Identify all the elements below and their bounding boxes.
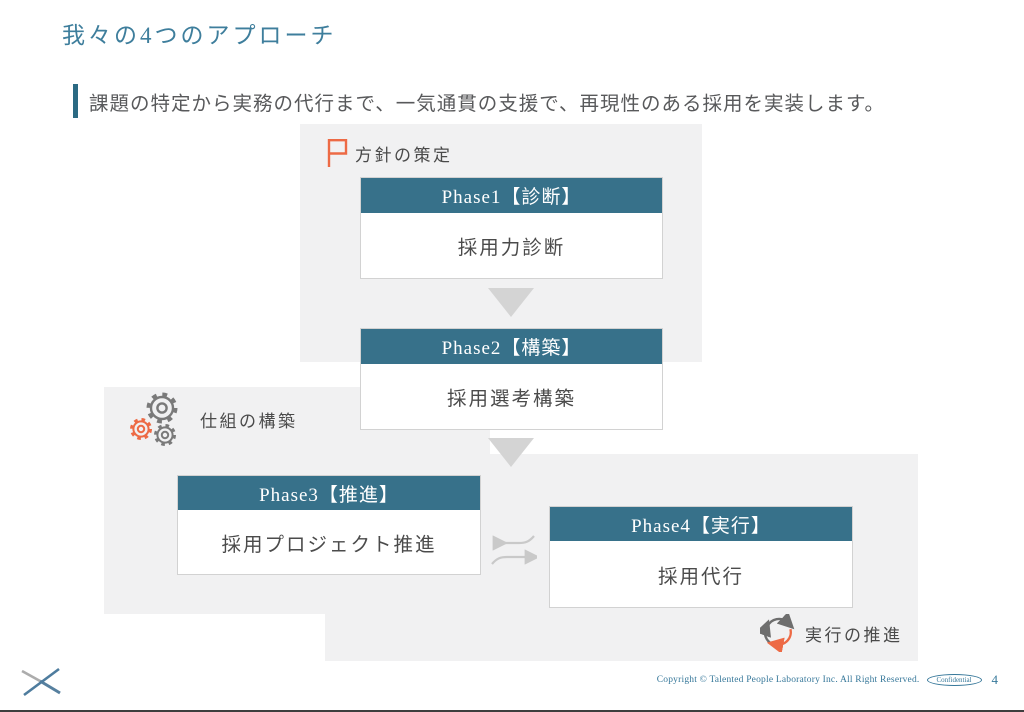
phase2-header: Phase2【構築】 <box>361 329 662 364</box>
down-arrow-icon <box>488 288 534 317</box>
gear-small-icon <box>154 424 176 446</box>
subtitle-block: 課題の特定から実務の代行まで、一気通貫の支援で、再現性のある採用を実装します。 <box>73 84 885 118</box>
subtitle-accent-bar <box>73 84 78 118</box>
phase1-header: Phase1【診断】 <box>361 178 662 213</box>
swap-arrow-icon <box>491 535 537 565</box>
flag-icon <box>327 139 348 167</box>
page-title: 我々の4つのアプローチ <box>62 23 337 48</box>
cycle-arrows-icon <box>760 614 795 652</box>
footer: Copyright © Talented People Laboratory I… <box>657 672 998 688</box>
copyright-text: Copyright © Talented People Laboratory I… <box>656 675 920 685</box>
stage-execution-label: 実行の推進 <box>805 625 903 645</box>
stage-framework-label: 仕組の構築 <box>200 411 298 431</box>
company-logo <box>21 667 61 697</box>
subtitle-text: 課題の特定から実務の代行まで、一気通貫の支援で、再現性のある採用を実装します。 <box>89 93 885 115</box>
phase1-box: Phase1【診断】 採用力診断 <box>360 177 663 279</box>
phase3-body: 採用プロジェクト推進 <box>178 510 480 574</box>
phase4-body: 採用代行 <box>550 541 852 607</box>
stage-framework: 仕組の構築 <box>128 390 298 448</box>
slide-bottom-border <box>0 710 1024 712</box>
stage-policy: 方針の策定 <box>324 137 453 169</box>
gear-large-icon <box>146 392 178 424</box>
page-number: 4 <box>991 672 999 687</box>
stage-policy-label: 方針の策定 <box>355 145 453 165</box>
confidential-badge: Confidential <box>926 674 982 686</box>
down-arrow-icon <box>488 438 534 467</box>
phase4-box: Phase4【実行】 採用代行 <box>549 506 853 608</box>
gears-icon <box>128 390 190 448</box>
phase1-body: 採用力診断 <box>361 213 662 278</box>
phase4-header: Phase4【実行】 <box>550 507 852 541</box>
phase2-box: Phase2【構築】 採用選考構築 <box>360 328 663 430</box>
phase3-header: Phase3【推進】 <box>178 476 480 510</box>
stage-execution: 実行の推進 <box>760 614 903 652</box>
gear-orange-icon <box>130 418 152 440</box>
phase3-box: Phase3【推進】 採用プロジェクト推進 <box>177 475 481 575</box>
phase2-body: 採用選考構築 <box>361 364 662 429</box>
